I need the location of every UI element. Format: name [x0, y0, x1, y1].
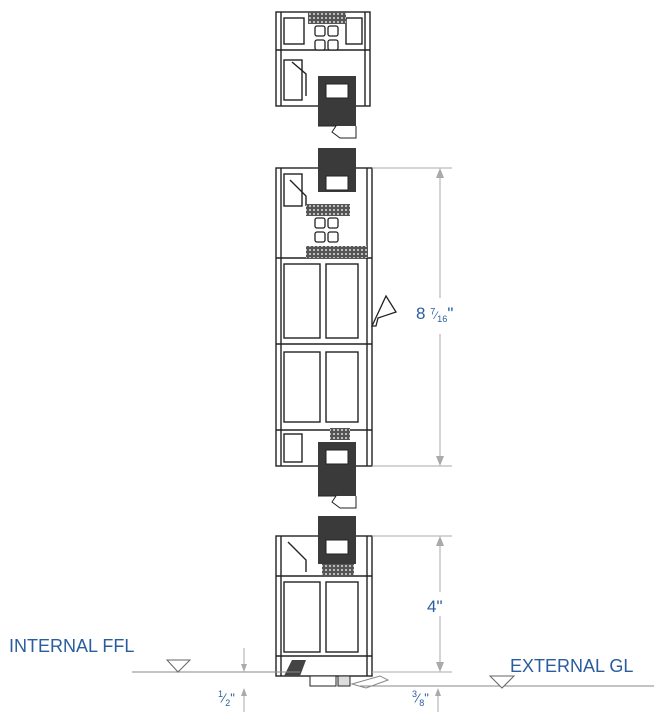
thermal-break-top	[308, 12, 346, 24]
sill-drain	[284, 660, 306, 676]
left-step-dimension: 1⁄2"	[218, 689, 235, 708]
external-level-marker	[488, 675, 516, 689]
right-den: 8	[419, 697, 425, 708]
dim-sill	[372, 535, 452, 673]
left-den: 2	[225, 697, 231, 708]
internal-ffl-label: INTERNAL FFL	[9, 636, 135, 656]
glazing-bead-top	[314, 25, 339, 51]
height-whole: 8	[416, 304, 426, 323]
right-unit: "	[424, 690, 429, 706]
height-num: 7	[430, 306, 436, 317]
thermal-break-mid2	[306, 246, 368, 258]
external-gl-label: EXTERNAL GL	[510, 656, 634, 676]
right-num: 3	[412, 689, 418, 699]
right-step-dimension: 3⁄8"	[412, 689, 429, 708]
sill-dimension: 4"	[427, 597, 443, 616]
height-den: 16	[437, 314, 448, 325]
height-dimension: 8 7⁄16"	[416, 304, 454, 325]
left-num: 1	[218, 689, 224, 699]
left-unit: "	[230, 690, 235, 706]
thermal-break-sill	[322, 564, 354, 576]
glazing-bead-mid	[314, 217, 339, 243]
internal-level-marker	[165, 659, 192, 673]
thermal-break-mid	[306, 204, 350, 216]
dim-height	[372, 167, 452, 467]
height-unit: "	[447, 304, 454, 323]
weather-drip	[370, 294, 397, 327]
